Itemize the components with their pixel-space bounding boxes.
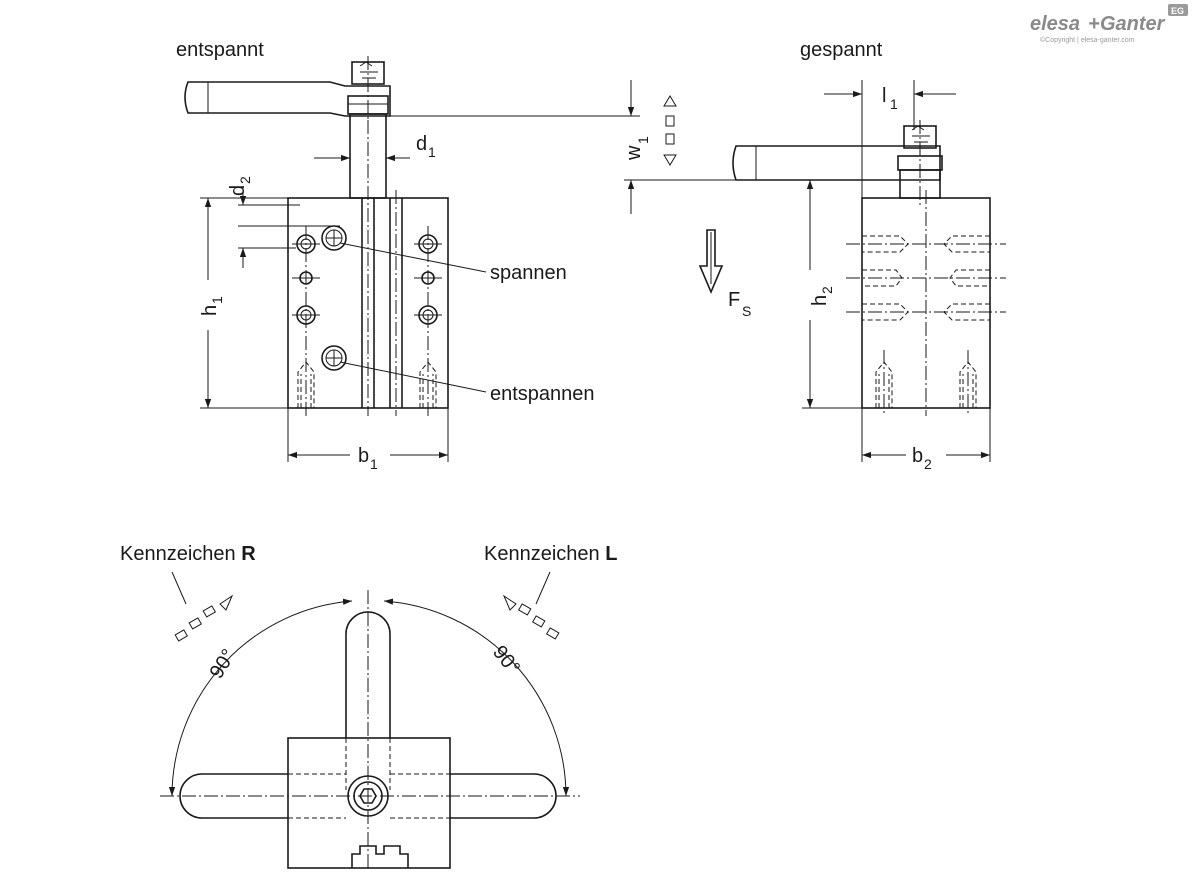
logo-badge-box (1168, 4, 1188, 16)
label-angle-left: 90° (206, 645, 241, 682)
side-ports (846, 235, 1006, 321)
dim-b2: b (912, 445, 923, 467)
dim-h1: h (199, 305, 221, 316)
triangle-right-icon (219, 594, 234, 611)
dimension-b2: b 2 (861, 408, 991, 472)
bottom-threads-front (297, 361, 437, 408)
dim-w1-sub: 1 (635, 136, 651, 144)
dimension-d2: d 2 (227, 176, 340, 268)
port-release (321, 345, 347, 371)
label-clamp: spannen (490, 262, 567, 284)
dim-d1-sub: 1 (428, 144, 436, 160)
elesa-ganter-logo: elesa + Ganter EG ©Copyright | elesa-gan… (1030, 4, 1188, 44)
mark-r-symbols (174, 594, 234, 642)
body-top (287, 737, 451, 869)
logo-plus: + (1088, 13, 1100, 35)
label-release: entspannen (490, 383, 595, 405)
dim-fs: F (728, 289, 740, 311)
lever-left (179, 773, 288, 819)
label-clamped: gespannt (800, 39, 883, 61)
mark-l-symbols (502, 594, 560, 640)
dim-w1: w (623, 145, 645, 161)
dim-d2: d (227, 185, 249, 196)
label-mark-r: Kennzeichen R (120, 543, 256, 565)
dim-fs-sub: S (742, 303, 751, 319)
dim-h2: h (809, 295, 831, 306)
view-clamped: gespannt l 1 (732, 39, 1006, 472)
bottom-threads-side (875, 361, 977, 408)
dimension-d1: d 1 (314, 133, 436, 162)
arc-left (168, 598, 353, 797)
mounting-holes-front (292, 234, 442, 325)
dim-b1-sub: 1 (370, 456, 378, 472)
logo-brand-a: elesa (1030, 13, 1080, 35)
dimension-b1: b 1 (287, 408, 449, 472)
arc-right (383, 598, 570, 797)
dimension-l1: l 1 (824, 80, 956, 198)
stroke-and-force: w 1 F S (390, 80, 862, 319)
triangle-up-icon (663, 95, 677, 107)
lever-clamped (732, 120, 943, 206)
square-icon (665, 133, 675, 145)
dim-h2-sub: 2 (819, 286, 835, 294)
dimension-h2: h 2 (802, 180, 862, 409)
dim-d1: d (416, 133, 427, 155)
square-icon (665, 115, 675, 127)
lever-released (184, 56, 391, 120)
label-mark-l: Kennzeichen L (484, 543, 617, 565)
dimension-h1: h 1 (199, 197, 288, 409)
label-released: entspannt (176, 39, 264, 61)
triangle-down-icon (663, 154, 677, 166)
triangle-left-icon (502, 594, 517, 611)
dim-l1-sub: 1 (890, 96, 898, 112)
port-clamp (321, 225, 347, 251)
view-released: entspannt (176, 39, 595, 472)
label-angle-right: 90° (488, 642, 524, 679)
dim-l1: l (882, 85, 886, 107)
view-top: 90° 90° Kennzeichen R Kennzeichen L (120, 543, 617, 869)
body-front (287, 197, 449, 409)
dim-d2-sub: 2 (237, 176, 253, 184)
logo-brand-b: Ganter (1100, 13, 1166, 35)
logo-copyright: ©Copyright | elesa-ganter.com (1040, 36, 1135, 44)
dim-h1-sub: 1 (209, 296, 225, 304)
force-arrow-icon (698, 229, 724, 295)
dim-b1: b (358, 445, 369, 467)
logo-badge: EG (1171, 6, 1184, 16)
body-slot (351, 845, 409, 868)
dim-b2-sub: 2 (924, 456, 932, 472)
